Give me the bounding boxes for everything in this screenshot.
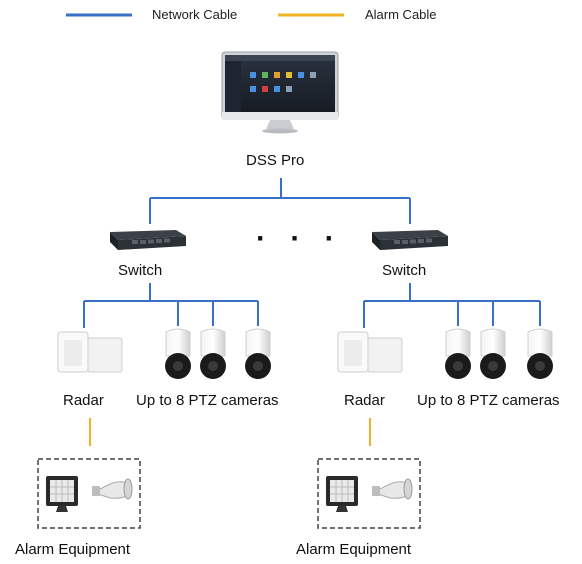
switch-icon (110, 230, 186, 250)
alarm-equipment-label: Alarm Equipment (296, 541, 412, 558)
ellipsis: · · · (256, 222, 343, 255)
cameras-label: Up to 8 PTZ cameras (136, 392, 279, 409)
radar-label: Radar (63, 392, 104, 409)
monitor-icon (221, 51, 339, 134)
switch-label: Switch (118, 262, 163, 279)
ptz-camera-icon (527, 328, 553, 379)
alarm-equipment-box (37, 458, 141, 529)
cameras-label: Up to 8 PTZ cameras (417, 392, 560, 409)
legend-network-label: Network Cable (152, 7, 238, 22)
alarm-lamp-icon (46, 476, 78, 512)
siren-icon (372, 478, 413, 500)
radar-label: Radar (344, 392, 385, 409)
ptz-camera-icon (245, 328, 271, 379)
ptz-camera-icon (445, 328, 471, 379)
switch-icon (372, 230, 448, 250)
server-label: DSS Pro (246, 152, 305, 169)
ptz-camera-icon (165, 328, 191, 379)
alarm-equipment-label: Alarm Equipment (15, 541, 131, 558)
network-cables (83, 178, 541, 328)
ptz-camera-icon (480, 328, 506, 379)
radar-icon (57, 331, 123, 373)
ptz-camera-icon (200, 328, 226, 379)
siren-icon (92, 478, 133, 500)
alarm-equipment-box (317, 458, 421, 529)
radar-icon (337, 331, 403, 373)
switch-label: Switch (382, 262, 427, 279)
legend-alarm-label: Alarm Cable (365, 7, 437, 22)
alarm-lamp-icon (326, 476, 358, 512)
